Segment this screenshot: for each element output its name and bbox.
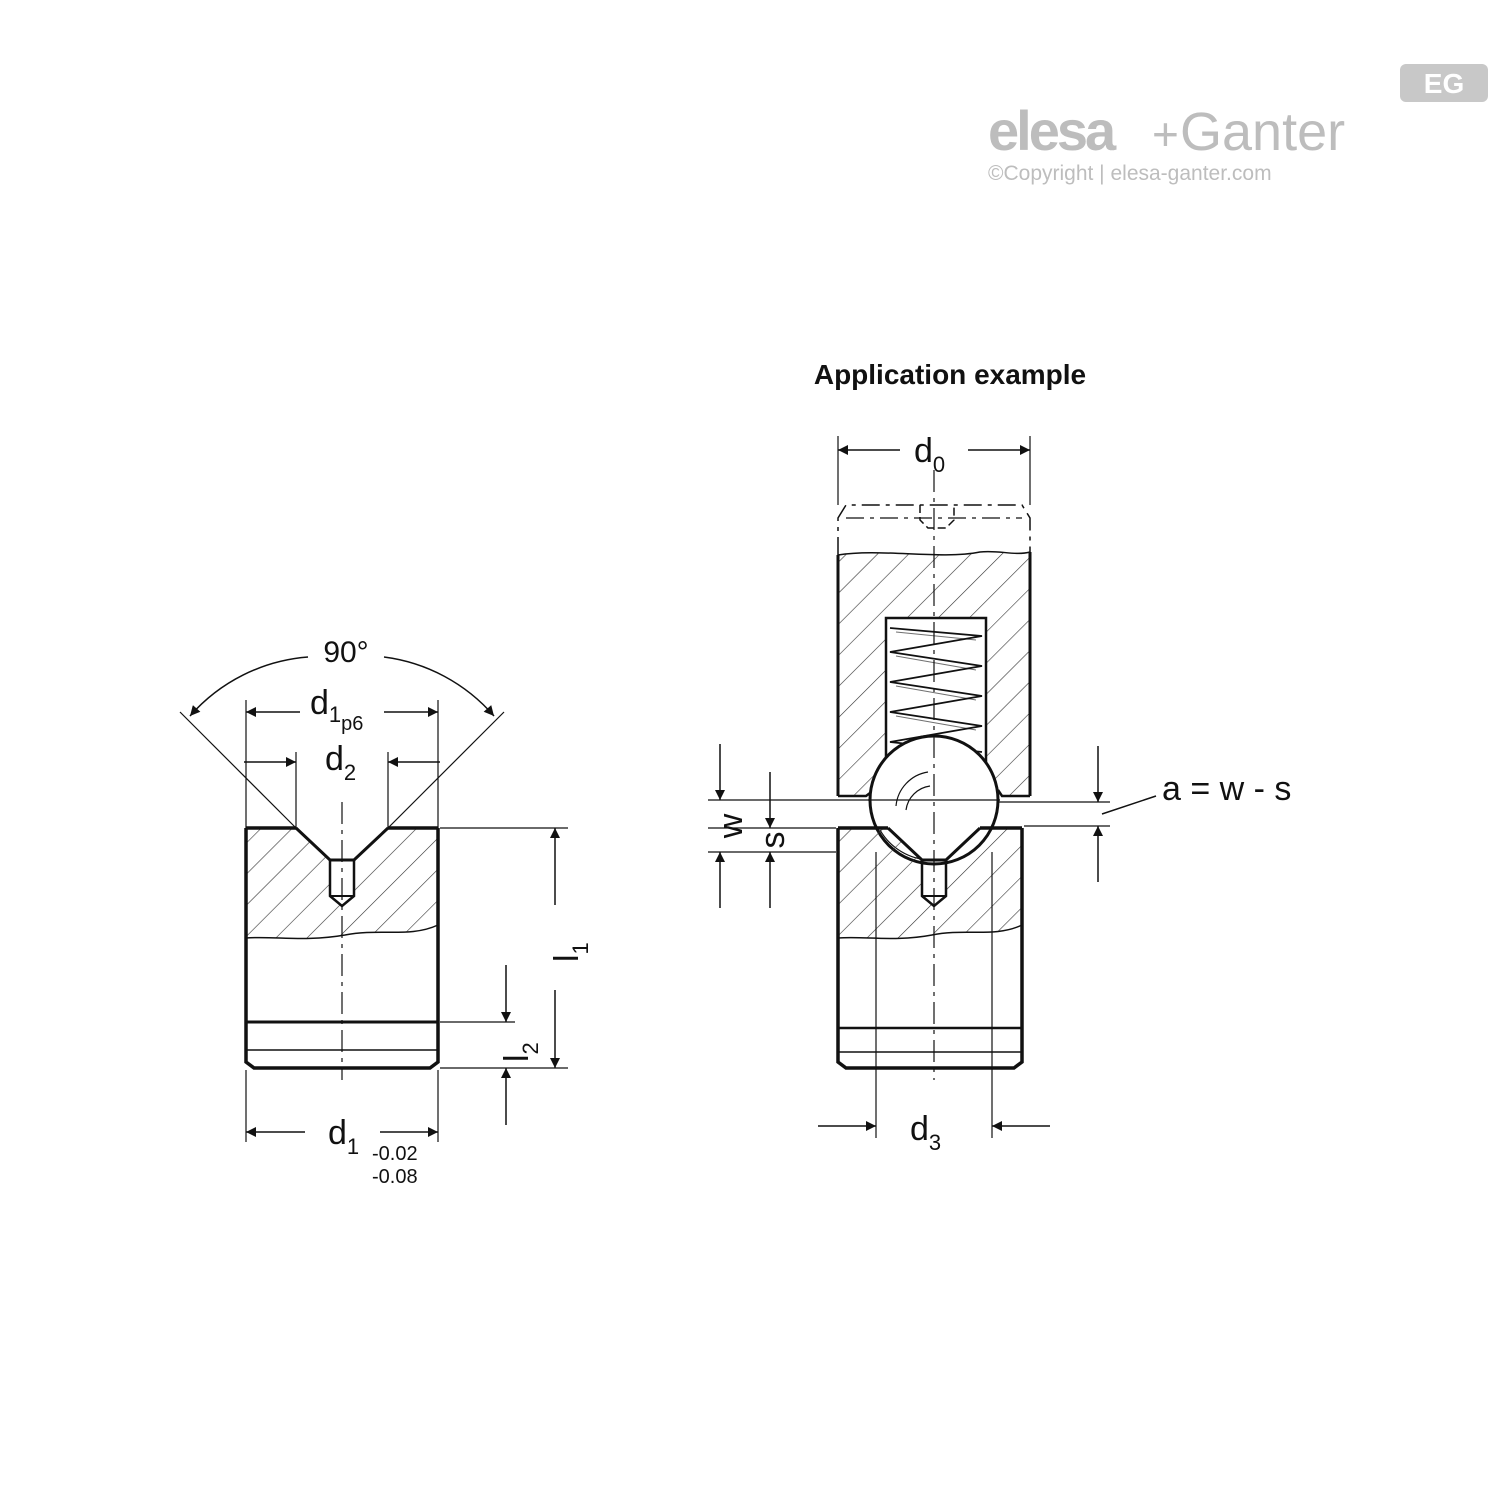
left-labels: 90° d1p6 d2 l1 l2 d1 -0.02 -0.08: [310, 636, 593, 1188]
logo-word-elesa: elesa: [988, 99, 1117, 162]
angle-arc-right: [383, 656, 495, 717]
l2-label: l2: [498, 1042, 543, 1062]
left-part-drawing: [179, 656, 568, 1142]
formula-leader: [1101, 795, 1157, 815]
bushing-v-groove: [886, 826, 982, 862]
logo-badge-box: [1400, 64, 1488, 102]
d2-label: d2: [325, 740, 356, 785]
bushing-hatched-section: [838, 828, 1022, 939]
plunger-phantom-top: [837, 504, 1031, 555]
application-labels: d0 w s a = w - s d3: [712, 432, 1291, 1155]
elesa-ganter-logo: EG elesa + Ganter ©Copyright | elesa-gan…: [988, 64, 1488, 185]
d0-label: d0: [914, 432, 945, 477]
angle-arc-left: [189, 656, 309, 717]
formula-label: a = w - s: [1162, 770, 1291, 808]
w-label: w: [712, 813, 750, 839]
application-drawing: [708, 436, 1157, 1138]
application-title: Application example: [814, 359, 1086, 390]
left-break-line: [245, 924, 439, 940]
bushing-body-outline: [836, 828, 1024, 1070]
logo-badge-text: EG: [1424, 68, 1464, 99]
left-hatched-section: [246, 828, 438, 939]
s-label: s: [754, 832, 792, 849]
logo-plus: +: [1152, 108, 1179, 160]
plunger-slot: [919, 505, 955, 529]
spring: [889, 627, 983, 753]
plunger-bore: [884, 616, 988, 780]
l1-label: l1: [548, 942, 593, 962]
d1-tolerance-lower: -0.08: [372, 1166, 418, 1188]
copyright-text: ©Copyright | elesa-ganter.com: [988, 162, 1272, 185]
d1p6-label: d1p6: [310, 684, 363, 735]
logo-word-ganter: Ganter: [1180, 102, 1345, 162]
d1-label: d1: [328, 1114, 359, 1159]
d3-label: d3: [910, 1110, 941, 1155]
angle-label: 90°: [323, 636, 368, 669]
d1-tolerance-upper: -0.02: [372, 1143, 418, 1165]
